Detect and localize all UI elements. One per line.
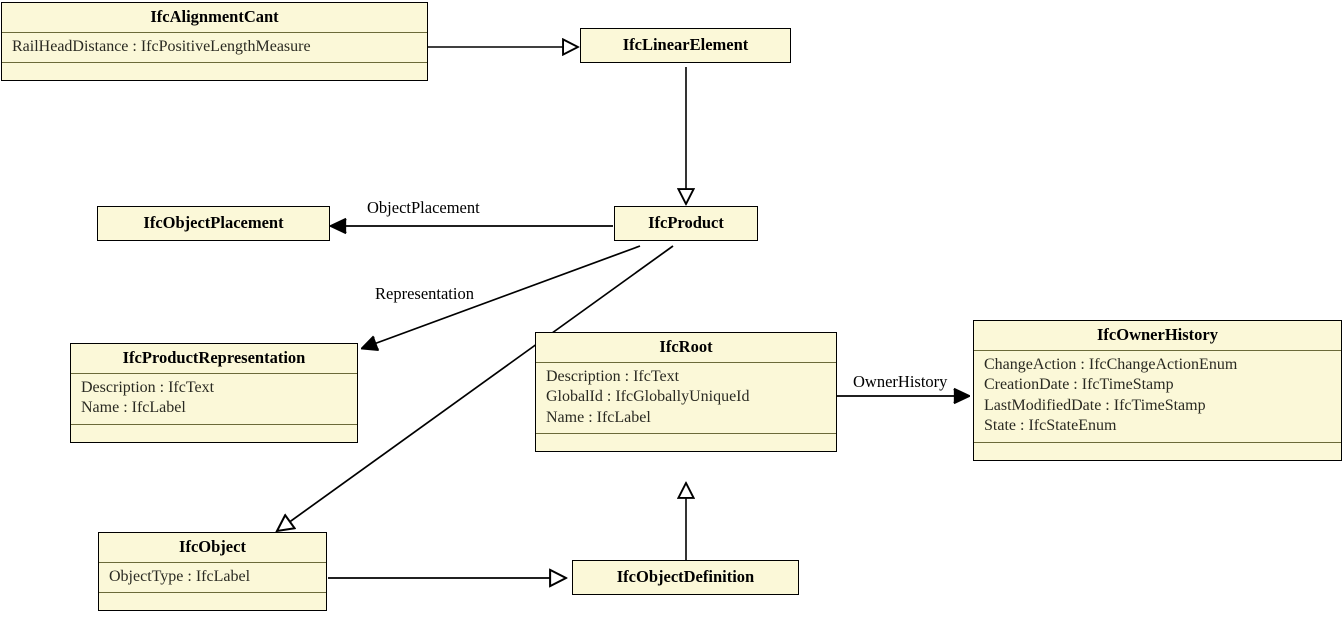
class-title-ifcobjectdefinition: IfcObjectDefinition xyxy=(616,567,755,586)
class-attributes-ifcroot: Description : IfcText GlobalId : IfcGlob… xyxy=(536,361,836,433)
class-box-ifcobjectdefinition[interactable]: IfcObjectDefinition xyxy=(572,560,799,595)
class-attribute: RailHeadDistance : IfcPositiveLengthMeas… xyxy=(12,37,311,55)
class-title-ifcobjectplacement: IfcObjectPlacement xyxy=(143,213,284,232)
class-title-ifcownerhistory: IfcOwnerHistory xyxy=(1097,325,1218,344)
class-box-ifcproduct[interactable]: IfcProduct xyxy=(614,206,758,241)
class-title-ifcobject: IfcObject xyxy=(179,537,246,556)
class-attributes-ifcownerhistory: ChangeAction : IfcChangeActionEnum Creat… xyxy=(974,349,1341,442)
class-operations-ifcobject xyxy=(99,592,326,610)
class-attribute: LastModifiedDate : IfcTimeStamp xyxy=(984,396,1206,414)
class-attribute: ObjectType : IfcLabel xyxy=(109,567,251,585)
edge-label-representation: Representation xyxy=(375,284,474,303)
class-operations-ifcalignmentcant xyxy=(2,62,427,80)
class-attribute: Description : IfcText xyxy=(546,367,680,385)
class-attributes-ifcproductrepresentation: Description : IfcText Name : IfcLabel xyxy=(71,372,357,424)
class-title-ifcroot: IfcRoot xyxy=(659,337,713,356)
class-attribute: Name : IfcLabel xyxy=(81,399,186,417)
class-operations-ifcownerhistory xyxy=(974,441,1341,460)
class-attribute: ChangeAction : IfcChangeActionEnum xyxy=(984,355,1238,373)
class-title-ifcproduct: IfcProduct xyxy=(648,213,724,232)
class-attribute: CreationDate : IfcTimeStamp xyxy=(984,376,1174,394)
class-box-ifcproductrepresentation[interactable]: IfcProductRepresentation Description : I… xyxy=(70,343,358,443)
class-title-ifcproductrepresentation: IfcProductRepresentation xyxy=(122,348,306,367)
class-attribute: Name : IfcLabel xyxy=(546,408,651,426)
class-box-ifcobject[interactable]: IfcObject ObjectType : IfcLabel xyxy=(98,532,327,612)
class-title-ifcalignmentcant: IfcAlignmentCant xyxy=(150,7,279,26)
class-box-ifcobjectplacement[interactable]: IfcObjectPlacement xyxy=(97,206,330,241)
class-attribute: GlobalId : IfcGloballyUniqueId xyxy=(546,388,750,406)
class-operations-ifcproductrepresentation xyxy=(71,423,357,442)
class-attribute: Description : IfcText xyxy=(81,378,215,396)
class-box-ifcownerhistory[interactable]: IfcOwnerHistory ChangeAction : IfcChange… xyxy=(973,320,1342,461)
class-box-ifclinearelement[interactable]: IfcLinearElement xyxy=(580,28,791,63)
edge-label-ownerhistory: OwnerHistory xyxy=(853,372,948,391)
class-box-ifcroot[interactable]: IfcRoot Description : IfcText GlobalId :… xyxy=(535,332,837,453)
class-attributes-ifcobject: ObjectType : IfcLabel xyxy=(99,561,326,592)
class-operations-ifcroot xyxy=(536,433,836,451)
class-attributes-ifcalignmentcant: RailHeadDistance : IfcPositiveLengthMeas… xyxy=(2,31,427,62)
edge-label-objectplacement: ObjectPlacement xyxy=(367,198,480,217)
class-title-ifclinearelement: IfcLinearElement xyxy=(622,35,749,54)
class-box-ifcalignmentcant[interactable]: IfcAlignmentCant RailHeadDistance : IfcP… xyxy=(1,2,428,82)
class-attribute: State : IfcStateEnum xyxy=(984,417,1117,435)
